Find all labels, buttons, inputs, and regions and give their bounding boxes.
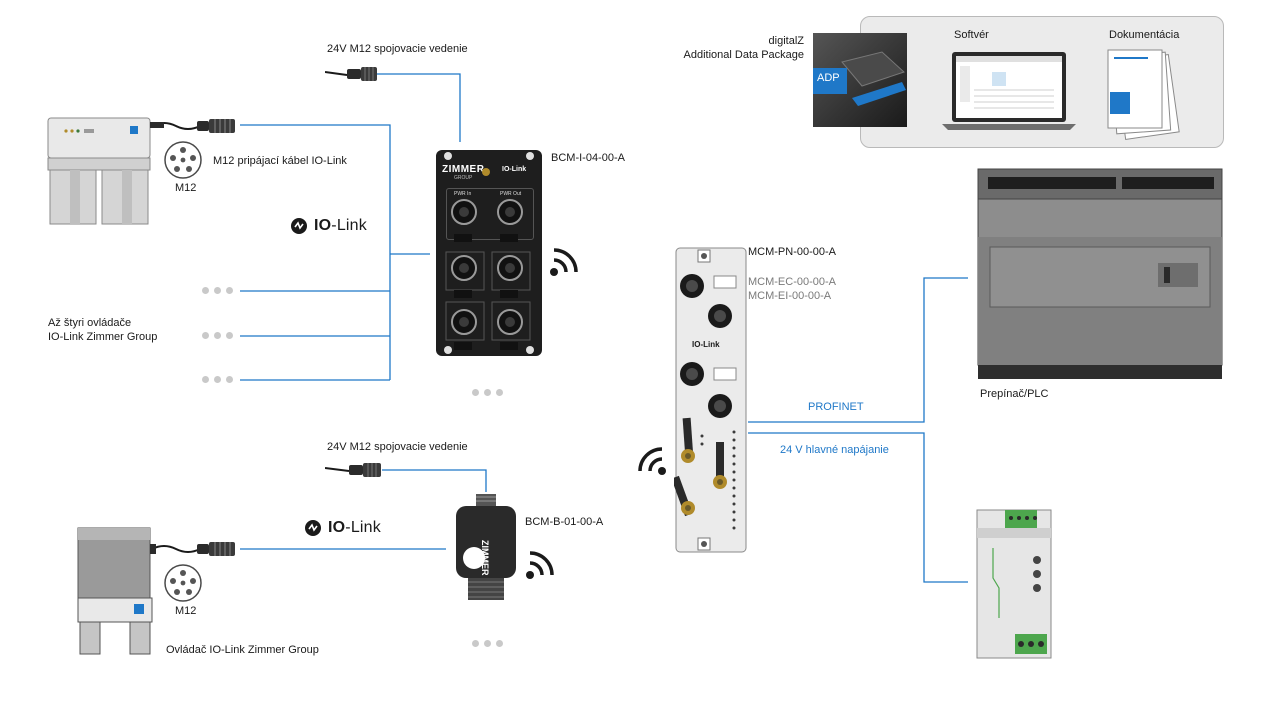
iolink-logo-bottom: IO-Link <box>304 519 381 537</box>
more-devices-dots-3 <box>202 376 233 383</box>
bcm-i-module: ZIMMER GROUP IO-Link PWR In PWR Out <box>436 150 542 356</box>
wireless-icon-bcm-b <box>526 551 554 579</box>
mcm-variant-ec: MCM-EC-00-00-A <box>748 276 837 288</box>
power-supply-icon <box>976 509 1052 659</box>
adp-package-icon <box>813 33 907 127</box>
iolink-link: -Link <box>345 519 381 536</box>
bcm-i-iolink-badge: IO-Link <box>502 166 527 173</box>
bcm-i-antenna-port <box>482 168 490 176</box>
profinet-label: PROFINET <box>808 401 864 413</box>
wire-cable-bottom <box>382 469 487 492</box>
iolink-icon <box>305 520 321 536</box>
more-devices-dots-2 <box>202 332 233 339</box>
gripper-bottom-label: Ovládač IO-Link Zimmer Group <box>166 644 319 656</box>
power-24v-label: 24 V hlavné napájanie <box>780 444 889 456</box>
mcm-module-icon <box>674 247 747 553</box>
up-to-four-line-1: Až štyri ovládače <box>48 317 132 329</box>
iolink-io: IO <box>314 217 332 234</box>
m12-pinout-top-icon <box>164 141 202 179</box>
mcm-iolink-badge: IO-Link <box>692 340 720 349</box>
bcm-i-ports-icon <box>444 152 534 354</box>
cable-bottom-label: 24V M12 spojovacie vedenie <box>327 441 468 453</box>
m12-top-label: M12 <box>175 182 197 194</box>
iolink-icon <box>291 218 307 234</box>
wireless-icon-mcm <box>638 447 666 475</box>
wire-gripper-top <box>240 124 391 380</box>
plc-switch-icon <box>977 168 1223 379</box>
more-modules-dots-top <box>472 389 503 396</box>
wire-cable-top <box>374 73 461 142</box>
documentation-icon <box>1107 49 1180 140</box>
m12-cable-top-icon <box>325 67 377 81</box>
m12-cable-label: M12 pripájací kábel IO-Link <box>213 155 347 167</box>
docs-label: Dokumentácia <box>1109 29 1180 41</box>
mcm-variant-ei: MCM-EI-00-00-A <box>748 290 832 302</box>
m12-pinout-bottom-icon <box>164 564 202 602</box>
bcm-i-brand: ZIMMER <box>442 164 485 175</box>
gripper-bottom-icon <box>77 527 156 655</box>
plc-label: Prepínač/PLC <box>980 388 1049 400</box>
iolink-link: -Link <box>331 217 367 234</box>
more-modules-dots-bottom <box>472 640 503 647</box>
mcm-primary-label: MCM-PN-00-00-A <box>748 246 837 258</box>
more-devices-dots-1 <box>202 287 233 294</box>
bcm-i-power-section <box>446 188 534 240</box>
bcm-i-pwr-out: PWR Out <box>500 191 522 197</box>
gripper-top-icon <box>47 117 164 225</box>
bcm-i-brand-sub: GROUP <box>454 175 473 181</box>
m12-plug-top-icon <box>197 119 235 133</box>
up-to-four-line-2: IO-Link Zimmer Group <box>48 331 158 343</box>
wire-power <box>748 432 968 583</box>
m12-cable-bottom-icon <box>325 463 381 477</box>
software-label: Softvér <box>954 29 989 41</box>
bcm-i-label: BCM-I-04-00-A <box>551 152 625 164</box>
bcm-b-label: BCM-B-01-00-A <box>525 516 604 528</box>
laptop-icon <box>942 52 1076 130</box>
iolink-io: IO <box>328 519 346 536</box>
cable-top-label: 24V M12 spojovacie vedenie <box>327 43 468 55</box>
m12-plug-bottom-icon <box>197 542 235 556</box>
digitalz-title: digitalZ <box>768 35 804 47</box>
bcm-b-module-icon <box>456 494 516 600</box>
adp-label: ADP <box>817 72 840 84</box>
bcm-i-pwr-in: PWR In <box>454 191 472 197</box>
digitalz-subtitle: Additional Data Package <box>683 49 804 61</box>
iolink-logo-top: IO-Link <box>290 217 367 235</box>
wire-profinet <box>748 277 968 423</box>
wireless-icon-bcm-i <box>550 248 578 276</box>
m12-bottom-label: M12 <box>175 605 197 617</box>
bcm-b-brand: ZIMMER <box>480 540 490 576</box>
